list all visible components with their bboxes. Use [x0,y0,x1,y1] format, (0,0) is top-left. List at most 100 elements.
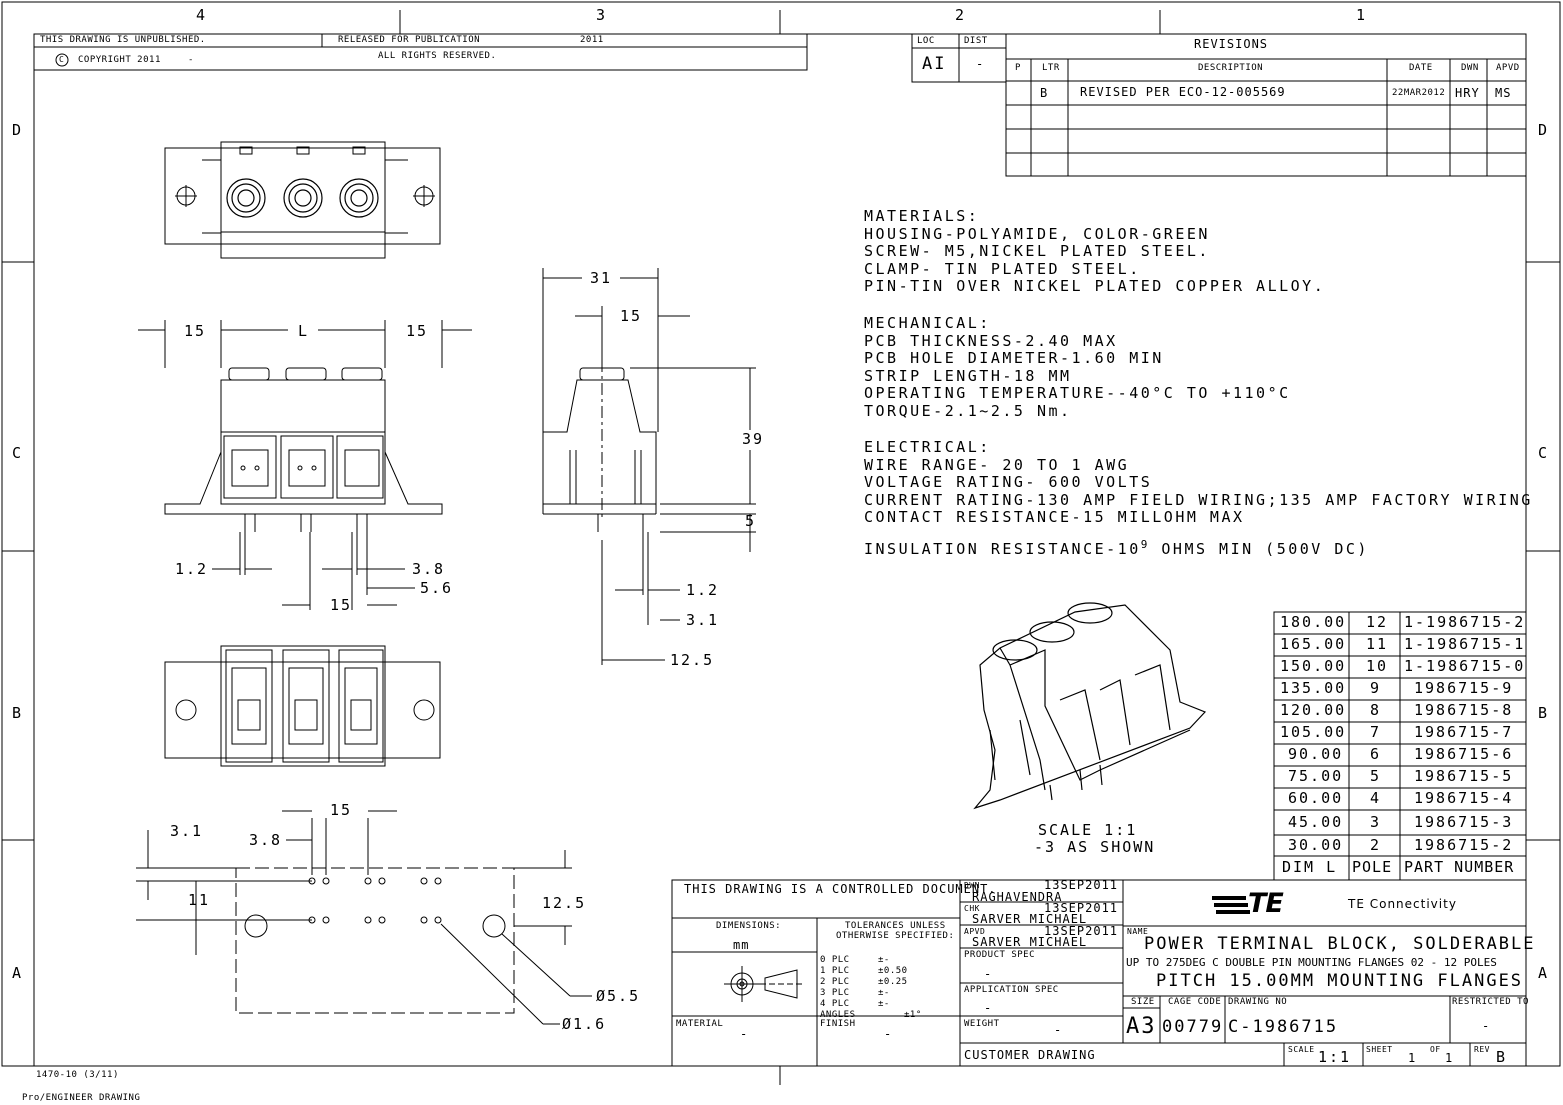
restricted-label: RESTRICTED TO [1452,997,1529,1007]
part-row-part: 1986715-3 [1414,813,1514,831]
note-line: PCB HOLE DIAMETER-1.60 MIN [864,349,1164,368]
part-row-dim: 180.00 [1280,613,1347,631]
rev-header-apvd: APVD [1496,63,1520,73]
dim-side-w: 31 [590,269,613,287]
part-row-part: 1986715-8 [1414,701,1514,719]
part-header-part: PART NUMBER [1404,858,1515,876]
note-line: TORQUE-2.1~2.5 Nm. [864,401,1072,420]
weight-value: - [1054,1023,1063,1037]
title-block-lines [671,879,1527,1067]
unpublished-note: THIS DRAWING IS UNPUBLISHED. [40,35,206,45]
note-line: MATERIALS: [864,207,980,225]
dim-front-d3: 5.6 [420,579,454,597]
part-row-pole: 7 [1370,723,1382,741]
size-value: A3 [1126,1014,1157,1039]
part-row-dim: 105.00 [1280,723,1347,741]
tolerance-rows: 0 PLC±- 1 PLC±0.50 2 PLC±0.25 3 PLC±- 4 … [820,955,922,1021]
size-label: SIZE [1131,997,1155,1007]
software-note: Pro/ENGINEER DRAWING [22,1093,141,1103]
logo-bar [1214,903,1248,907]
loc-value: AI [922,54,947,74]
rights-note: ALL RIGHTS RESERVED. [378,51,497,61]
dim-side-p3: 12.5 [670,651,715,669]
notes-electrical: ELECTRICAL: WIRE RANGE- 20 TO 1 AWG VOLT… [864,438,1533,527]
part-row-dim: 135.00 [1280,679,1347,697]
weight-label: WEIGHT [964,1019,1000,1029]
bottom-view [164,645,441,767]
dim-pcb-e: Ø5.5 [596,987,641,1005]
copyright-dash: - [188,55,194,65]
zone-col-4: 4 [196,6,208,24]
notes-mechanical: MECHANICAL: PCB THICKNESS-2.40 MAX PCB H… [864,314,1291,421]
note-line: OPERATING TEMPERATURE--40°C TO +110°C [864,384,1291,403]
part-row-part: 1-1986715-2 [1404,613,1526,631]
drawing-no-label: DRAWING NO [1228,997,1288,1007]
part-row-part: 1986715-4 [1414,789,1514,807]
zone-row-d-right: D [1538,121,1550,139]
dim-pcb-d: 12.5 [542,894,587,912]
of-label: OF [1430,1045,1441,1054]
tol-row: 3 PLC±- [820,988,890,998]
scale-label: SCALE [1288,1045,1315,1054]
of-value: 1 [1445,1051,1454,1065]
part-row-pole: 5 [1370,767,1382,785]
tol-row: ANGLES±1° [820,1010,922,1020]
tolerances-line1: TOLERANCES UNLESS [845,921,946,931]
part-row-dim: 45.00 [1288,813,1344,831]
dim-pcb-pitch: 15 [330,801,353,819]
tol-row: 4 PLC±- [820,999,890,1009]
part-name-line2: UP TO 275DEG C DOUBLE PIN MOUNTING FLANG… [1126,956,1497,969]
dim-side-p1: 1.2 [686,581,720,599]
zone-row-a-right: A [1538,964,1550,982]
front-view [138,320,472,610]
scale-note-line1: SCALE 1:1 [1038,821,1138,839]
part-row-part: 1986715-6 [1414,745,1514,763]
dimensions-unit: mm [733,938,750,952]
note-line: VOLTAGE RATING- 600 VOLTS [864,473,1153,492]
product-spec-label: PRODUCT SPEC [964,950,1036,960]
apvd-date: 13SEP2011 [1044,924,1119,938]
zone-row-c-right: C [1538,444,1550,462]
finish-label: FINISH [820,1019,856,1029]
dimensions-label: DIMENSIONS: [716,921,782,931]
te-logo: TE [1212,888,1306,919]
company-name: TE Connectivity [1348,897,1457,911]
tol-row: 0 PLC±- [820,955,890,965]
dim-front-l: L [298,322,310,340]
dim-front-d2: 3.8 [412,560,446,578]
logo-text: TE [1248,888,1284,919]
part-row-part: 1-1986715-0 [1404,657,1526,675]
part-row-pole: 8 [1370,701,1382,719]
part-row-part: 1986715-2 [1414,836,1514,854]
customer-drawing-label: CUSTOMER DRAWING [964,1048,1096,1062]
dim-pcb-b: 3.8 [249,831,283,849]
apvd-label: APVD [964,927,986,936]
part-header-dim: DIM L [1282,858,1338,876]
note-line: CURRENT RATING-130 AMP FIELD WIRING;135 … [864,490,1533,509]
part-row-dim: 60.00 [1288,789,1344,807]
rev-row-ltr: B [1040,86,1049,100]
dwn-label: DWN [964,881,980,890]
part-row-dim: 120.00 [1280,701,1347,719]
product-spec-value: - [984,967,993,981]
rev-row-date: 22MAR2012 [1392,88,1446,98]
zone-row-d-left: D [12,121,24,139]
note-line: MECHANICAL: [864,314,991,332]
form-number: 1470-10 (3/11) [36,1070,119,1080]
apvd-name: SARVER MICHAEL [972,935,1088,949]
cage-code-label: CAGE CODE [1168,997,1222,1007]
zone-col-2: 2 [955,6,967,24]
part-table-lines [1273,611,1527,881]
zone-row-c-left: C [12,444,24,462]
note-insulation: INSULATION RESISTANCE-109 OHMS MIN (500V… [864,538,1369,558]
rev-header-date: DATE [1409,63,1433,73]
part-row-dim: 30.00 [1288,836,1344,854]
dwn-name: RAGHAVENDRA [972,890,1063,904]
dim-side-h: 39 [742,430,765,448]
dim-front-right: 15 [406,322,429,340]
copyright-note: COPYRIGHT 2011 [78,55,161,65]
part-row-dim: 75.00 [1288,767,1344,785]
note-line: CONTACT RESISTANCE-15 MILLOHM MAX [864,508,1245,527]
logo-bar [1212,896,1246,900]
sheet-label: SHEET [1366,1045,1393,1054]
